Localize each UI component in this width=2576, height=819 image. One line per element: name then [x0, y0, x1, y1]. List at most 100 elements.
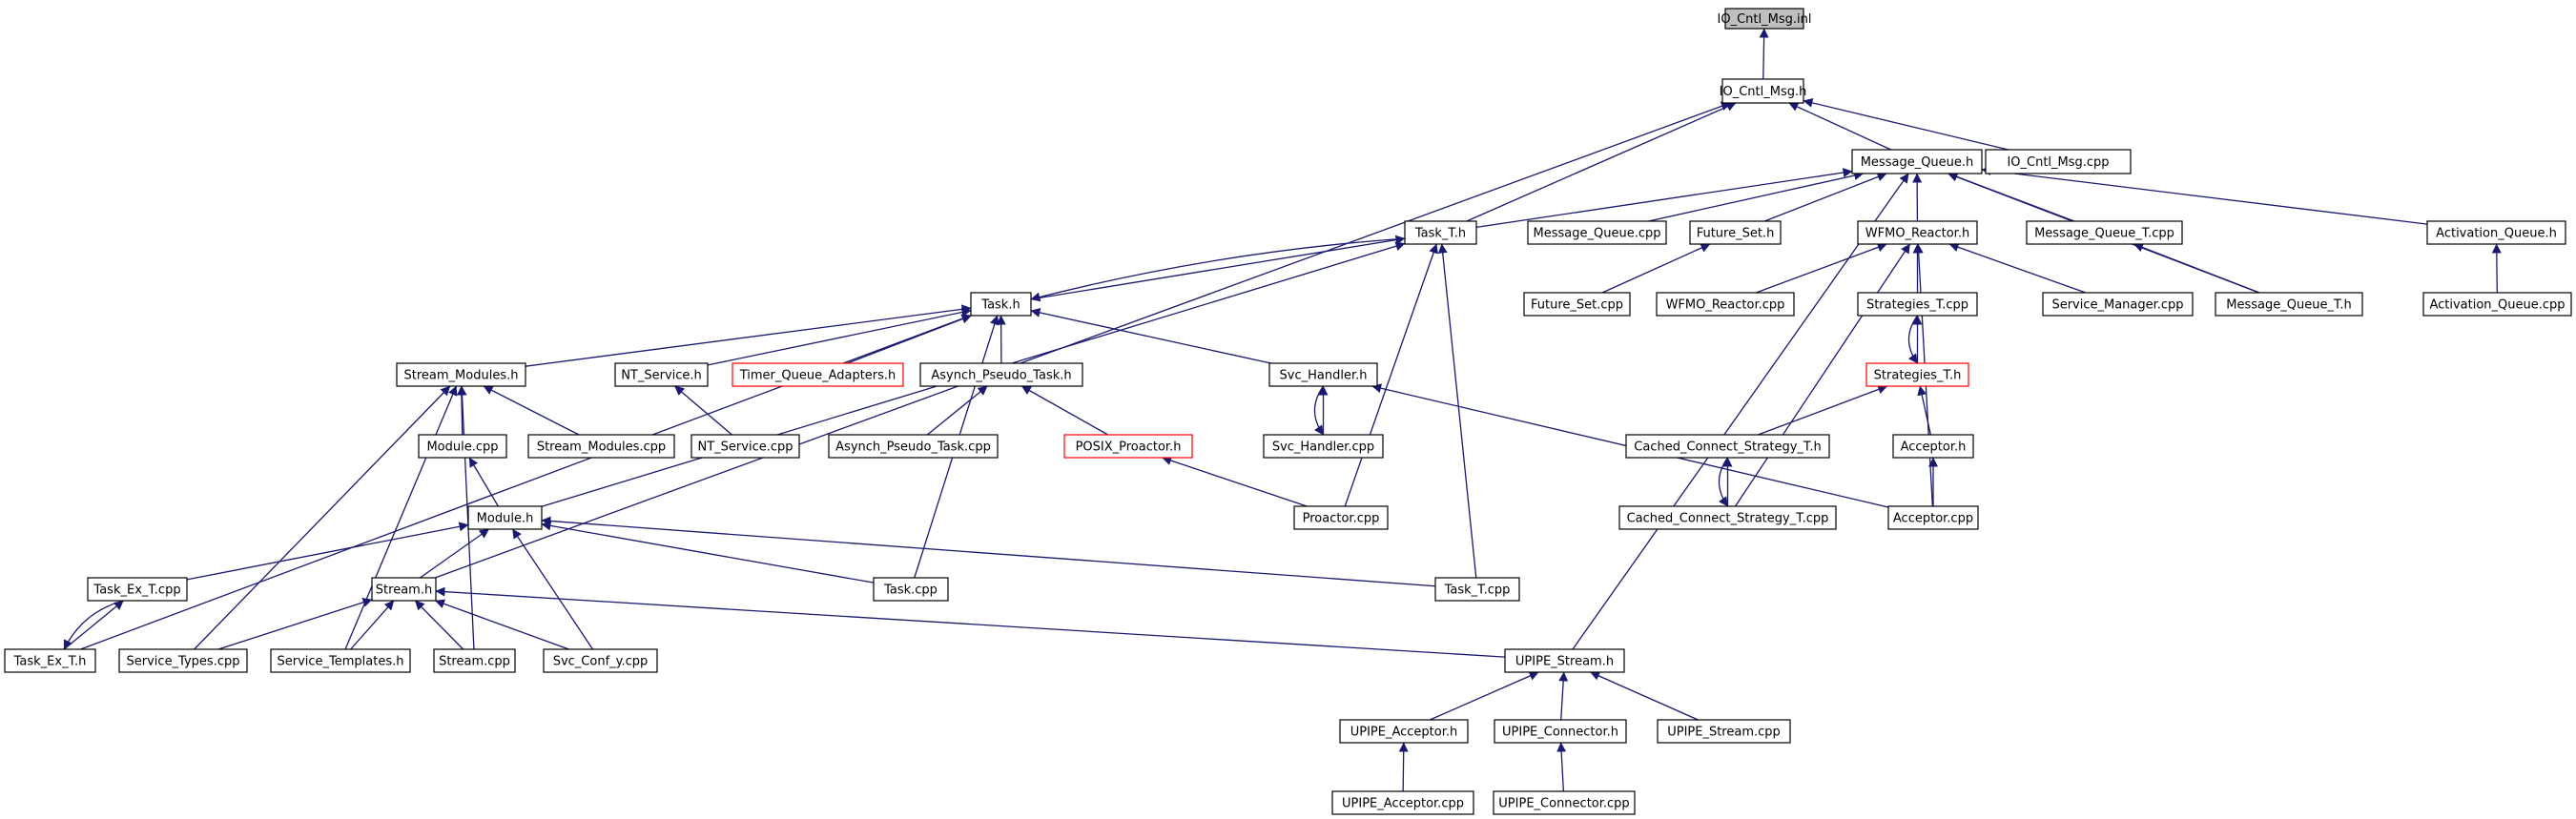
node-svcconf-cpp[interactable]: Svc_Conf_y.cpp — [543, 648, 658, 673]
edge-aq_cpp-to-aq_h — [2491, 243, 2502, 294]
node-wfmo-cpp[interactable]: WFMO_Reactor.cpp — [1656, 292, 1795, 317]
node-box — [1689, 220, 1782, 245]
node-nts-h[interactable]: NT_Service.h — [614, 362, 709, 387]
node-nts-cpp[interactable]: NT_Service.cpp — [690, 434, 800, 459]
node-upa-cpp[interactable]: UPIPE_Acceptor.cpp — [1331, 790, 1474, 815]
node-posix-h[interactable]: POSIX_Proactor.h — [1063, 434, 1193, 459]
edge-io_h-to-io_inl — [1759, 28, 1769, 80]
edge-ccs_h-to-strt_h — [1758, 384, 1888, 436]
node-st-cpp[interactable]: Service_Types.cpp — [118, 648, 248, 673]
node-svch-cpp[interactable]: Svc_Handler.cpp — [1263, 434, 1384, 459]
node-taskt-h[interactable]: Task_T.h — [1404, 220, 1477, 245]
node-box — [1857, 292, 1978, 317]
node-apt-h[interactable]: Asynch_Pseudo_Task.h — [919, 362, 1083, 387]
node-task-cpp[interactable]: Task.cpp — [873, 577, 949, 602]
node-ups-h[interactable]: UPIPE_Stream.h — [1504, 648, 1625, 673]
node-box — [1268, 362, 1378, 387]
node-label: Module.cpp — [426, 440, 498, 455]
edge-stpl_h-to-sm_h — [344, 385, 458, 650]
node-tet-cpp[interactable]: Task_Ex_T.cpp — [87, 577, 188, 602]
edge-proactor_cpp-to-taskt_h — [1344, 243, 1438, 507]
node-smod-cpp[interactable]: Stream_Modules.cpp — [527, 434, 675, 459]
node-io-h[interactable]: IO_Cntl_Msg.h — [1720, 78, 1807, 104]
node-io-inl[interactable]: IO_Cntl_Msg.inl — [1718, 8, 1812, 30]
node-label: IO_Cntl_Msg.h — [1720, 85, 1807, 99]
node-label: UPIPE_Connector.cpp — [1498, 797, 1629, 811]
node-label: Future_Set.h — [1697, 227, 1775, 241]
node-label: Asynch_Pseudo_Task.cpp — [835, 440, 991, 455]
node-tet-h[interactable]: Task_Ex_T.h — [4, 648, 96, 673]
node-proactor-cpp[interactable]: Proactor.cpp — [1293, 505, 1389, 530]
node-label: Service_Templates.h — [277, 655, 403, 669]
node-box — [828, 434, 999, 459]
node-box — [1656, 292, 1795, 317]
node-mq-h[interactable]: Message_Queue.h — [1851, 149, 1983, 174]
node-label: IO_Cntl_Msg.cpp — [2007, 155, 2109, 170]
node-box — [1527, 220, 1667, 245]
node-label: UPIPE_Connector.h — [1502, 726, 1618, 740]
node-acc-h[interactable]: Acceptor.h — [1892, 434, 1974, 459]
edge-fs_cpp-to-fs_h — [1601, 243, 1711, 294]
edge-mq_cpp-to-mq_h — [1648, 171, 1865, 222]
node-upc-h[interactable]: UPIPE_Connector.h — [1494, 719, 1627, 744]
edge-tet_cpp-to-mod_h — [186, 522, 469, 581]
node-label: Task_Ex_T.cpp — [93, 584, 180, 598]
node-mq-cpp[interactable]: Message_Queue.cpp — [1527, 220, 1667, 245]
node-mod-h[interactable]: Module.h — [467, 505, 543, 530]
node-strt-cpp[interactable]: Strategies_T.cpp — [1857, 292, 1978, 317]
edge-mqt_h-to-mqt_cpp — [2133, 242, 2260, 294]
edge-smod_cpp-to-sm_h — [483, 385, 580, 436]
node-mqt-h[interactable]: Message_Queue_T.h — [2215, 292, 2363, 317]
node-stpl-h[interactable]: Service_Templates.h — [270, 648, 411, 673]
node-label: WFMO_Reactor.h — [1865, 227, 1969, 241]
node-ccs-cpp[interactable]: Cached_Connect_Strategy_T.cpp — [1618, 505, 1837, 530]
node-ccs-h[interactable]: Cached_Connect_Strategy_T.h — [1625, 434, 1830, 459]
edge-upc_h-to-ups_h — [1558, 671, 1569, 721]
node-box — [1493, 790, 1636, 815]
node-upa-h[interactable]: UPIPE_Acceptor.h — [1339, 719, 1469, 744]
node-mqt-cpp[interactable]: Message_Queue_T.cpp — [2026, 220, 2183, 245]
node-label: Message_Queue_T.cpp — [2034, 227, 2174, 241]
node-label: Task.cpp — [883, 584, 938, 598]
node-box — [614, 362, 709, 387]
node-box — [873, 577, 949, 602]
node-box — [919, 362, 1083, 387]
node-wfmo-h[interactable]: WFMO_Reactor.h — [1857, 220, 1978, 245]
node-box — [433, 648, 516, 673]
node-fs-cpp[interactable]: Future_Set.cpp — [1523, 292, 1631, 317]
node-aq-cpp[interactable]: Activation_Queue.cpp — [2422, 292, 2572, 317]
node-stream-h[interactable]: Stream.h — [371, 577, 437, 602]
node-label: Stream_Modules.h — [404, 369, 519, 383]
node-box — [1721, 78, 1804, 104]
node-box — [1494, 719, 1627, 744]
node-ups-cpp[interactable]: UPIPE_Stream.cpp — [1657, 719, 1791, 744]
node-stream-cpp[interactable]: Stream.cpp — [433, 648, 516, 673]
node-tqa-h[interactable]: Timer_Queue_Adapters.h — [732, 362, 904, 387]
node-io-cpp[interactable]: IO_Cntl_Msg.cpp — [1985, 149, 2132, 174]
edge-ups_h-to-stream_h — [435, 586, 1506, 658]
node-sm-cpp[interactable]: Service_Manager.cpp — [2042, 292, 2194, 317]
node-box — [1331, 790, 1474, 815]
node-label: Module.h — [477, 512, 534, 526]
node-fs-h[interactable]: Future_Set.h — [1689, 220, 1782, 245]
node-svch-h[interactable]: Svc_Handler.h — [1268, 362, 1378, 387]
node-box — [2026, 220, 2183, 245]
node-label: Svc_Handler.h — [1280, 369, 1368, 383]
node-strt-h[interactable]: Strategies_T.h — [1865, 362, 1969, 387]
edge-sm_h-to-task_h — [525, 304, 972, 367]
node-sm-h[interactable]: Stream_Modules.h — [396, 362, 526, 387]
node-upc-cpp[interactable]: UPIPE_Connector.cpp — [1493, 790, 1636, 815]
node-aq-h[interactable]: Activation_Queue.h — [2426, 220, 2566, 245]
node-apt-cpp[interactable]: Asynch_Pseudo_Task.cpp — [828, 434, 999, 459]
edge-svcconf_cpp-to-mod_h — [511, 528, 594, 650]
node-mod-cpp[interactable]: Module.cpp — [418, 434, 507, 459]
edge-ccs_cpp-to-wfmo_h — [1734, 243, 1911, 507]
node-acc-cpp[interactable]: Acceptor.cpp — [1887, 505, 1979, 530]
node-box — [970, 292, 1032, 317]
node-label: Message_Queue.h — [1861, 155, 1974, 170]
edge-wfmo_cpp-to-wfmo_h — [1756, 242, 1887, 294]
node-taskt-cpp[interactable]: Task_T.cpp — [1434, 577, 1520, 602]
edge-stream_h-to-mod_h — [420, 528, 489, 579]
edge-taskt_h-to-io_h — [1466, 102, 1737, 222]
node-task-h[interactable]: Task.h — [970, 292, 1032, 317]
